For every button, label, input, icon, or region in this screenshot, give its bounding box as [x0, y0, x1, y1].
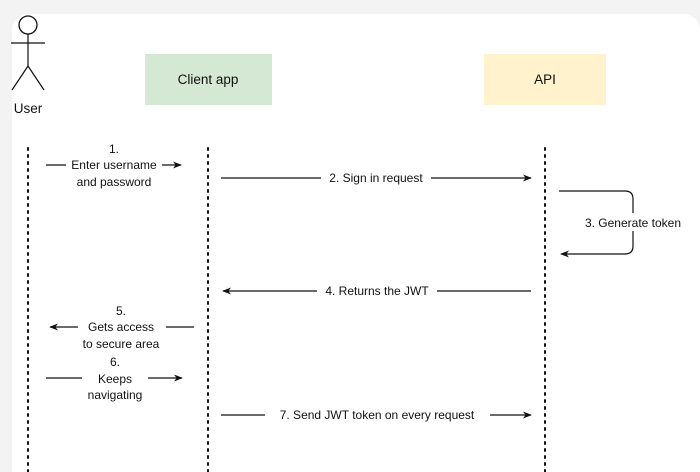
message-6-line1: Keeps	[98, 372, 132, 386]
message-1-line1: Enter username	[71, 158, 157, 172]
message-3: 3. Generate token	[559, 190, 688, 258]
client-app-box	[145, 54, 272, 105]
user-actor-icon	[11, 15, 45, 91]
message-6-number: 6.	[110, 355, 120, 369]
message-7-label: 7. Send JWT token on every request	[280, 408, 475, 422]
client-app-label: Client app	[178, 72, 239, 87]
message-5-line2: to secure area	[83, 337, 160, 351]
message-5: 5. Gets access to secure area	[49, 304, 194, 351]
message-5-line1: Gets access	[88, 320, 154, 334]
message-1-number: 1.	[109, 142, 119, 156]
message-6: 6. Keeps navigating	[46, 355, 183, 402]
message-4-label: 4. Returns the JWT	[325, 284, 429, 298]
message-7: 7. Send JWT token on every request	[221, 408, 532, 422]
api-label: API	[534, 72, 556, 87]
message-6-line2: navigating	[88, 388, 143, 402]
message-1: 1. Enter username and password	[46, 142, 182, 189]
api-box	[484, 54, 606, 105]
message-3-label: 3. Generate token	[585, 216, 681, 230]
user-actor-label: User	[14, 101, 43, 116]
message-2-label: 2. Sign in request	[329, 171, 423, 185]
message-4: 4. Returns the JWT	[222, 284, 531, 298]
message-1-line2: and password	[77, 175, 152, 189]
message-2: 2. Sign in request	[221, 171, 532, 185]
message-5-number: 5.	[116, 304, 126, 318]
